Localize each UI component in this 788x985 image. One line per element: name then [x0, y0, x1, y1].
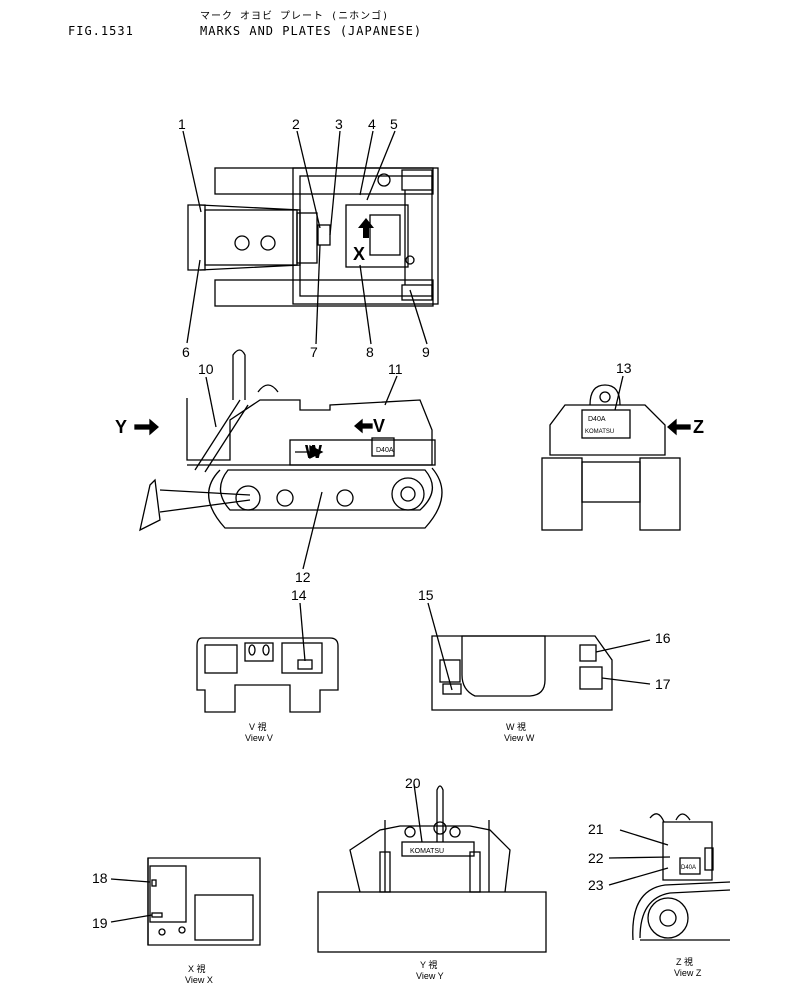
callout-6: 6 [182, 344, 190, 360]
callout-15: 15 [418, 587, 434, 603]
callout-20: 20 [405, 775, 421, 791]
view-z-caption: View Z [674, 968, 702, 978]
top-view: X [182, 130, 439, 345]
side-plate-model: D40A [376, 447, 394, 454]
callout-17: 17 [655, 676, 671, 692]
callout-18: 18 [92, 870, 108, 886]
callout-5: 5 [390, 116, 398, 132]
view-y-caption-jp: Y 視 [420, 959, 437, 970]
callout-10: 10 [198, 361, 214, 377]
view-v-caption: View V [245, 733, 273, 743]
view-x-drawing [110, 857, 261, 946]
callout-22: 22 [588, 850, 604, 866]
callout-3: 3 [335, 116, 343, 132]
side-plate-model-z: D40A [681, 865, 696, 871]
callout-14: 14 [291, 587, 307, 603]
view-z-caption-jp: Z 視 [676, 956, 693, 967]
callout-13: 13 [616, 360, 632, 376]
view-x-caption: View X [185, 975, 213, 985]
view-w-caption-jp: W 視 [506, 721, 526, 732]
callout-2: 2 [292, 116, 300, 132]
figure-number: FIG.1531 [68, 24, 134, 38]
front-view: D40A KOMATSU Z [541, 375, 704, 531]
view-w-caption: View W [504, 733, 535, 743]
callout-12: 12 [295, 569, 311, 585]
side-view: W V D40A Y [115, 349, 443, 570]
callout-8: 8 [366, 344, 374, 360]
view-y-caption: View Y [416, 971, 444, 981]
view-w-drawing [427, 602, 651, 711]
callout-21: 21 [588, 821, 604, 837]
view-letter-y: Y [115, 417, 127, 437]
callout-9: 9 [422, 344, 430, 360]
view-letter-w: W [305, 442, 322, 462]
title-japanese: マーク オヨビ プレート (ニホンゴ) [200, 11, 390, 22]
front-plate-brand: KOMATSU [585, 429, 614, 435]
callout-16: 16 [655, 630, 671, 646]
view-letter-z: Z [693, 417, 704, 437]
callout-4: 4 [368, 116, 376, 132]
callout-7: 7 [310, 344, 318, 360]
view-y-drawing: KOMATSU [317, 783, 547, 953]
view-v-caption-jp: V 視 [249, 721, 267, 732]
front-plate-model: D40A [588, 416, 606, 423]
view-letter-x: X [353, 244, 365, 264]
callout-23: 23 [588, 877, 604, 893]
view-v-drawing [196, 602, 339, 713]
callout-11: 11 [388, 361, 403, 377]
rear-plate-brand: KOMATSU [410, 848, 444, 855]
view-x-caption-jp: X 視 [188, 963, 206, 974]
view-letter-v: V [373, 416, 385, 436]
figure-title: MARKS AND PLATES (JAPANESE) [200, 24, 423, 38]
callout-1: 1 [178, 116, 186, 132]
view-z-drawing: D40A [608, 813, 731, 941]
callout-19: 19 [92, 915, 108, 931]
